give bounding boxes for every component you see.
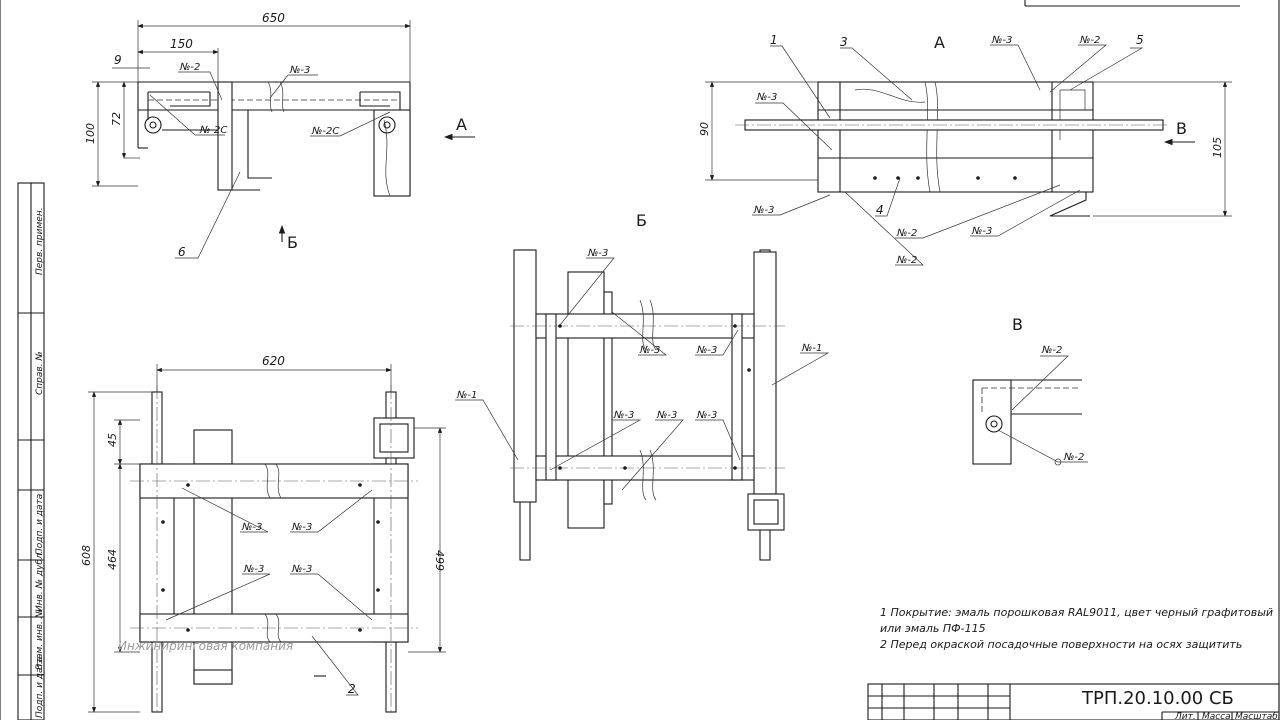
view-title-a: А [934,33,945,52]
stamp-label-6: Подп. и дата [35,657,45,718]
dim-608: 608 [80,545,93,566]
watermark: Инжиниринговая компания [118,639,293,653]
weld-label-b5: №-1 [456,390,477,401]
weld-label-b7: №-3 [656,410,677,421]
dim-72: 72 [110,112,123,126]
weld-label-a7: №-3 [971,226,992,237]
weld-label-b4: №-1 [801,343,822,354]
note-line-1: 1 Покрытие: эмаль порошковая RAL9011, цв… [880,606,1273,619]
title-block: ТРП.20.10.00 СБ Лит. Масса Масштаб [867,683,1280,720]
stamp-label-4: Инв. № дубл. [35,550,45,612]
weld-label-v2: №-2 [1063,452,1084,463]
view-b: Б №-3 №-3 №-3 №-1 №-1 №-3 №-3 [455,211,830,561]
weld-label-p1: №-3 [241,522,262,533]
dim-620: 620 [262,354,285,368]
view-label-a1: А [456,115,467,134]
view-label-b1: Б [287,233,298,252]
dim-464: 464 [106,549,119,570]
dim-45: 45 [106,433,119,447]
pos-label-3: 3 [840,35,848,49]
dim-650: 650 [262,11,285,25]
weld-label-b3: №-3 [696,345,717,356]
weld-label-tl3: №-2С [199,125,227,136]
pos-label-1: 1 [770,33,778,47]
top-left-view: 650 150 9 100 72 №-2 №-3 №-2С №-2С 6 А Б [84,11,475,259]
weld-label-a3: №-3 [756,92,777,103]
weld-label-b2: №-3 [639,345,660,356]
tb-lit: Лит. [1174,712,1196,720]
view-title-v: В [1012,315,1023,334]
drawing-code: ТРП.20.10.00 СБ [1081,688,1234,709]
weld-label-b6: №-3 [613,410,634,421]
dim-100: 100 [84,123,97,144]
view-label-v1: В [1176,119,1187,138]
weld-label-p4: №-3 [291,564,312,575]
dim-105: 105 [1211,137,1224,158]
view-v: В №-2 №-2 [972,315,1088,466]
pos-label-4: 4 [876,203,884,217]
tb-scale: Масштаб [1235,712,1278,720]
weld-label-tl1: №-2 [179,62,200,73]
weld-label-p2: №-3 [291,522,312,533]
technical-notes: 1 Покрытие: эмаль порошковая RAL9011, цв… [880,606,1273,651]
weld-label-a2: №-2 [1079,35,1100,46]
pos-label-2: 2 [348,682,356,696]
note-line-3: 2 Перед окраской посадочные поверхности … [880,638,1242,651]
weld-label-p3: №-3 [243,564,264,575]
weld-label-b8: №-3 [696,410,717,421]
stamp-label-2: Справ. № [35,351,45,395]
stamp-label-5: Взам. инв. № [35,609,45,670]
weld-label-a1: №-3 [991,35,1012,46]
pos-label-5: 5 [1136,33,1144,47]
weld-label-v1: №-2 [1041,345,1062,356]
weld-label-tl4: №-2С [311,126,339,137]
weld-label-b1: №-3 [587,248,608,259]
weld-label-a4: №-3 [753,205,774,216]
stamp-label-1: Перв. примен. [35,207,45,275]
dim-9: 9 [114,53,122,67]
weld-label-a6: №-2 [896,255,917,266]
weld-label-a5: №-2 [896,228,917,239]
plan-view: 620 608 45 464 499 №-3 №-3 №-3 №-3 2 Инж… [80,354,446,715]
dim-499: 499 [433,550,446,571]
dim-90: 90 [698,122,711,136]
view-title-b: Б [636,211,647,230]
dim-150: 150 [170,37,193,51]
view-a: А 90 105 1 3 5 4 №-3 №- [698,33,1232,266]
tb-mass: Масса [1202,712,1231,720]
note-line-2: или эмаль ПФ-115 [880,622,986,635]
side-stamp: Перв. примен. Справ. № Подп. и дата Инв.… [17,182,45,720]
weld-label-tl2: №-3 [289,65,310,76]
stamp-label-3: Подп. и дата [35,494,45,555]
pos-label-6: 6 [178,245,186,259]
